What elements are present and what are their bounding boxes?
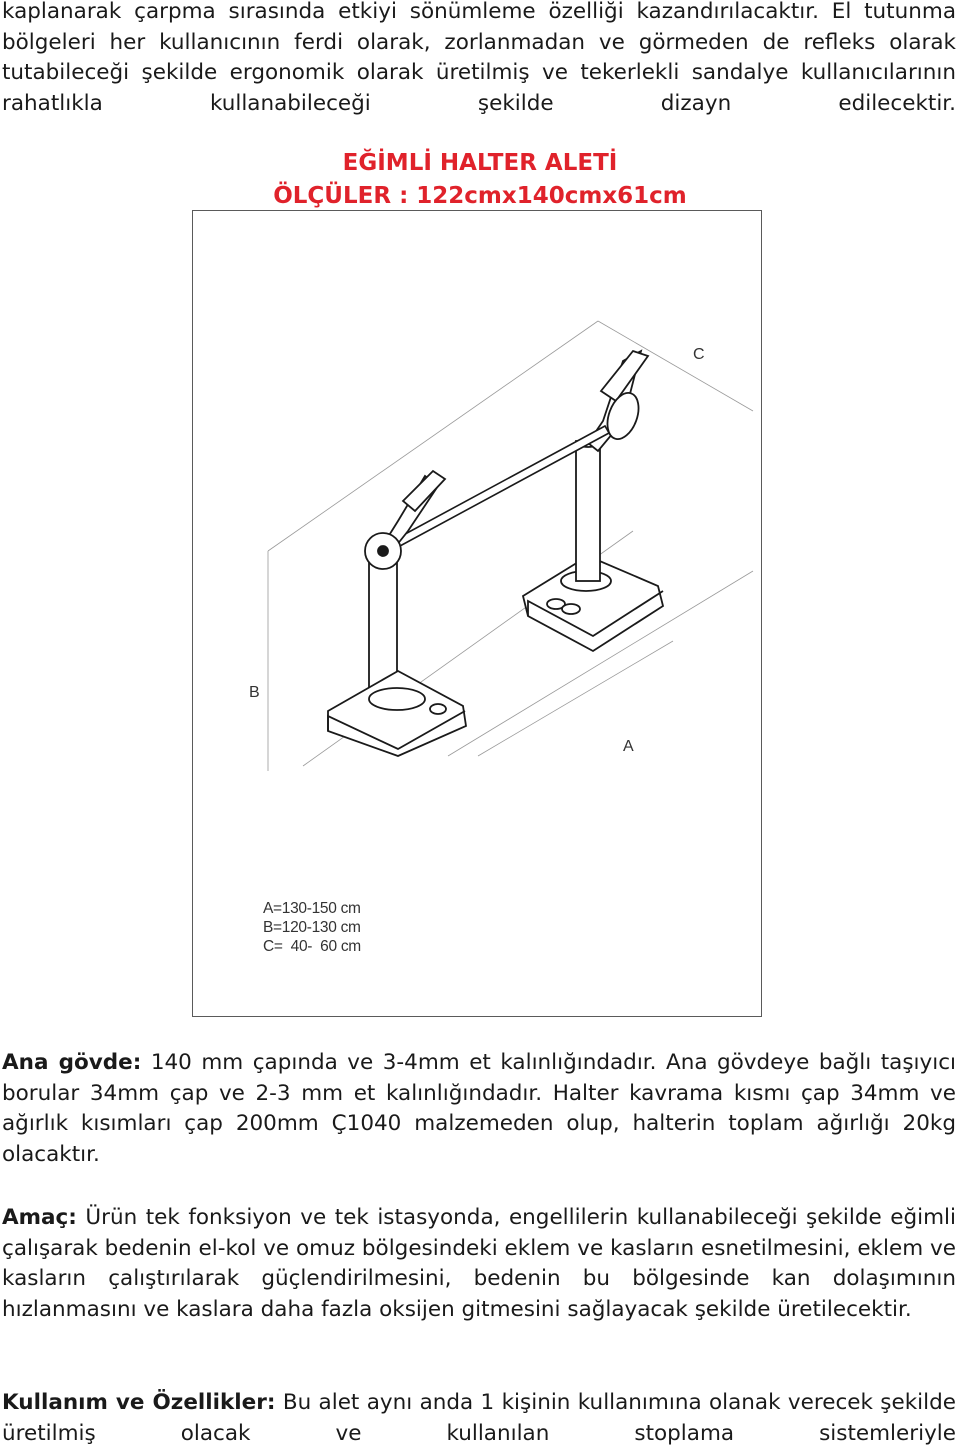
section-text: Bu alet aynı anda 1 kişinin kullanımına … [2, 1390, 956, 1446]
section-label: Kullanım ve Özellikler: [2, 1390, 276, 1415]
section-label: Ana gövde: [2, 1050, 142, 1075]
left-pedestal [327, 560, 467, 757]
purpose-section-paragraph: Amaç: Ürün tek fonksiyon ve tek istasyon… [2, 1203, 956, 1326]
page-title: EĞİMLİ HALTER ALETİ [342, 150, 618, 176]
left-arm [364, 469, 447, 570]
body-section-paragraph: Ana gövde: 140 mm çapında ve 3-4mm et ka… [2, 1048, 956, 1171]
legend-b: B=120-130 cm [263, 919, 361, 936]
dimension-line [597, 320, 754, 412]
section-text: 140 mm çapında ve 3-4mm et kalınlığındad… [2, 1050, 956, 1168]
dimension-label-b: B [249, 684, 260, 701]
dimension-line [477, 640, 674, 757]
dimension-line [447, 570, 754, 757]
right-arm [586, 349, 650, 453]
dimension-line [267, 320, 599, 552]
intro-paragraph: kaplanarak çarpma sırasında etkiyi sönüm… [2, 0, 956, 117]
legend-c: C= 40- 60 cm [263, 938, 361, 955]
isometric-drawing: C B A [249, 320, 754, 771]
equipment-drawing: C B A A=130-150 cm B=120-130 cm C= 40- 6… [192, 210, 762, 1017]
dimensions-heading: ÖLÇÜLER : 122cmx140cmx61cm [273, 183, 687, 209]
dimension-label-a: A [623, 738, 634, 755]
legend-a: A=130-150 cm [263, 900, 361, 917]
usage-section-paragraph: Kullanım ve Özellikler: Bu alet aynı and… [2, 1388, 956, 1449]
section-text: Ürün tek fonksiyon ve tek istasyonda, en… [2, 1205, 956, 1323]
section-label: Amaç: [2, 1205, 77, 1230]
dimension-label-c: C [693, 346, 705, 363]
right-pedestal [521, 438, 665, 653]
